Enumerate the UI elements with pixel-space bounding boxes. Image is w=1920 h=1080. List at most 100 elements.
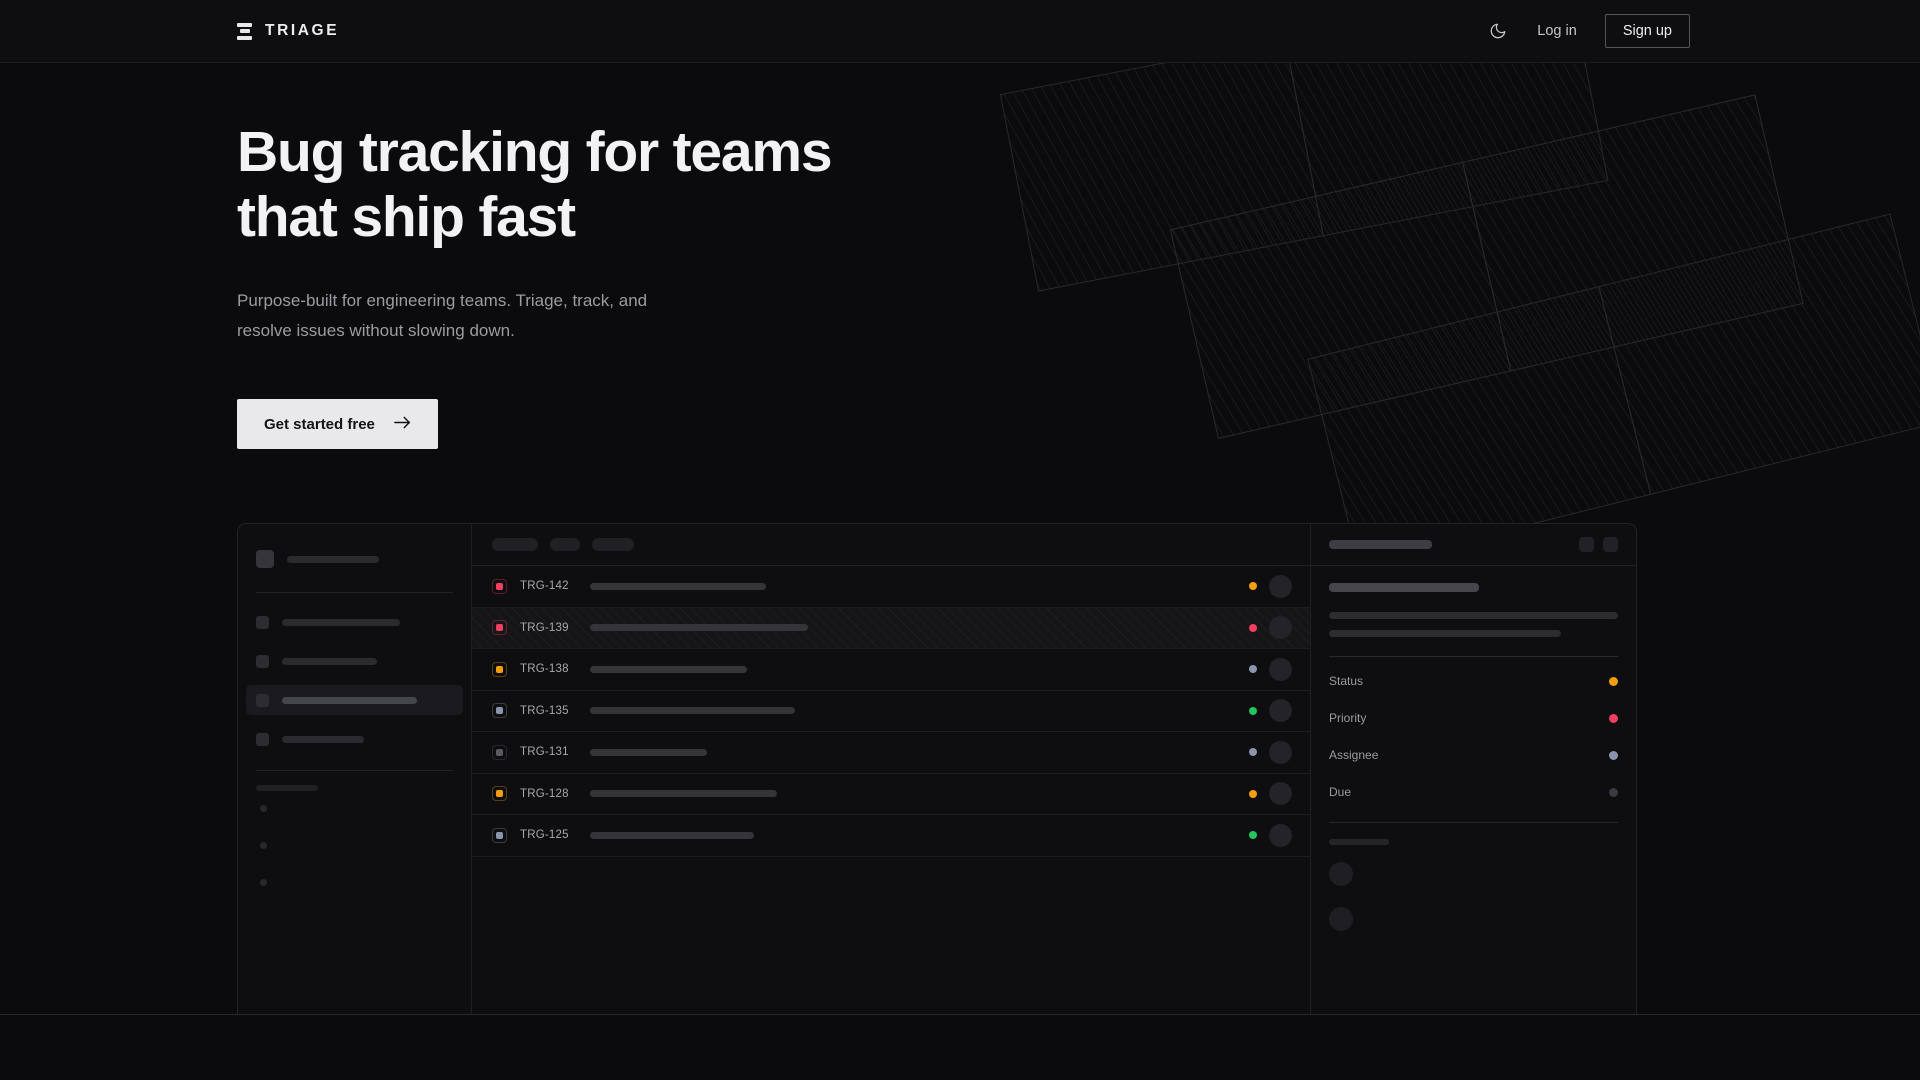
issue-id: TRG-128: [520, 787, 569, 800]
issue-id: TRG-142: [520, 580, 569, 593]
filter-chip-2[interactable]: [550, 538, 580, 551]
comments-label-placeholder: [1329, 839, 1389, 845]
row-meta: [1249, 740, 1292, 764]
status-badge: [1249, 623, 1257, 632]
priority-indicator: [492, 744, 507, 760]
sidebar-mini-item[interactable]: [260, 879, 267, 886]
status-badge: [1249, 706, 1257, 715]
detail-meta-value-dot: [1609, 750, 1618, 760]
detail-header: [1311, 524, 1636, 566]
table-row[interactable]: TRG-138: [472, 649, 1310, 691]
page-title: Bug tracking for teams that ship fast: [237, 120, 833, 249]
sidebar-mini-item[interactable]: [260, 805, 267, 812]
detail-meta-label: Priority: [1329, 711, 1367, 725]
table-row[interactable]: TRG-135: [472, 691, 1310, 732]
brand-name: TRIAGE: [265, 22, 340, 39]
sidebar-divider: [256, 592, 453, 593]
detail-divider-2: [1329, 822, 1618, 823]
priority-indicator: [492, 703, 507, 719]
priority-indicator: [492, 620, 507, 636]
issue-title-placeholder: [590, 707, 795, 715]
issue-id: TRG-131: [520, 746, 569, 759]
list-toolbar: [472, 524, 1310, 566]
table-row[interactable]: TRG-139: [472, 607, 1310, 649]
workspace-switcher[interactable]: [256, 542, 453, 576]
sidebar-item-3[interactable]: [246, 685, 463, 715]
detail-description-lines: [1329, 612, 1618, 637]
table-row[interactable]: TRG-142: [472, 566, 1310, 608]
filter-chip-1[interactable]: [492, 538, 538, 551]
detail-breadcrumb: [1329, 540, 1432, 549]
priority-indicator: [492, 827, 507, 843]
avatar: [1269, 616, 1292, 640]
issue-id: TRG-138: [520, 663, 569, 676]
avatar: [1269, 740, 1292, 764]
detail-action-button-2[interactable]: [1603, 537, 1618, 552]
moon-icon[interactable]: [1487, 20, 1509, 42]
workspace-avatar: [256, 550, 274, 568]
sidebar-section-label: [256, 785, 318, 791]
issue-title-placeholder: [590, 831, 754, 839]
sidebar-item-label: [282, 696, 417, 704]
cta-label: Get started free: [264, 415, 375, 433]
comment-avatars: [1329, 862, 1618, 931]
avatar: [1269, 823, 1292, 847]
sidebar-item-icon: [256, 693, 269, 707]
avatar: [1269, 574, 1292, 598]
sidebar-item-1[interactable]: [246, 607, 463, 637]
sidebar-item-icon: [256, 732, 269, 746]
priority-indicator: [492, 578, 507, 594]
mockup-sidebar: [238, 524, 472, 1015]
detail-meta-row[interactable]: Assignee: [1329, 748, 1618, 762]
detail-meta-value-dot: [1609, 713, 1618, 723]
avatar: [1269, 699, 1292, 723]
arrow-right-icon: [394, 416, 411, 433]
table-row[interactable]: TRG-131: [472, 732, 1310, 774]
sidebar-item-icon: [256, 615, 269, 629]
detail-meta-row[interactable]: Priority: [1329, 711, 1618, 725]
issue-id: TRG-135: [520, 704, 569, 717]
site-header: TRIAGE Log in Sign up: [0, 0, 1920, 63]
get-started-button[interactable]: Get started free: [237, 399, 438, 449]
detail-meta-row[interactable]: Due: [1329, 785, 1618, 799]
issue-title-placeholder: [590, 624, 808, 632]
status-badge: [1249, 789, 1257, 798]
priority-indicator: [492, 786, 507, 802]
detail-meta-value-dot: [1609, 676, 1618, 686]
sidebar-item-4[interactable]: [246, 724, 463, 754]
table-row[interactable]: TRG-128: [472, 774, 1310, 815]
sidebar-mini-item[interactable]: [260, 842, 267, 849]
sidebar-item-label: [282, 735, 364, 743]
row-meta: [1249, 823, 1292, 847]
sidebar-item-2[interactable]: [246, 646, 463, 676]
detail-divider: [1329, 656, 1618, 657]
detail-action-button-1[interactable]: [1579, 537, 1594, 552]
priority-indicator: [492, 661, 507, 677]
triage-bars-icon: [237, 22, 252, 40]
table-row[interactable]: TRG-125: [472, 815, 1310, 857]
login-link[interactable]: Log in: [1537, 23, 1577, 39]
status-badge: [1249, 748, 1257, 757]
filter-chip-3[interactable]: [592, 538, 634, 551]
sidebar-nav: [246, 607, 463, 754]
row-meta: [1249, 657, 1292, 681]
brand-logo[interactable]: TRIAGE: [237, 22, 339, 40]
detail-meta-row[interactable]: Status: [1329, 674, 1618, 688]
detail-header-buttons: [1579, 537, 1618, 552]
comment-avatar: [1329, 862, 1353, 886]
issue-id: TRG-125: [520, 829, 569, 842]
issue-id: TRG-139: [520, 621, 569, 634]
row-meta: [1249, 699, 1292, 723]
comment-avatar: [1329, 907, 1353, 931]
detail-meta-value-dot: [1609, 787, 1618, 797]
signup-button[interactable]: Sign up: [1604, 14, 1690, 48]
issue-title-placeholder: [590, 582, 766, 590]
status-badge: [1249, 831, 1257, 840]
